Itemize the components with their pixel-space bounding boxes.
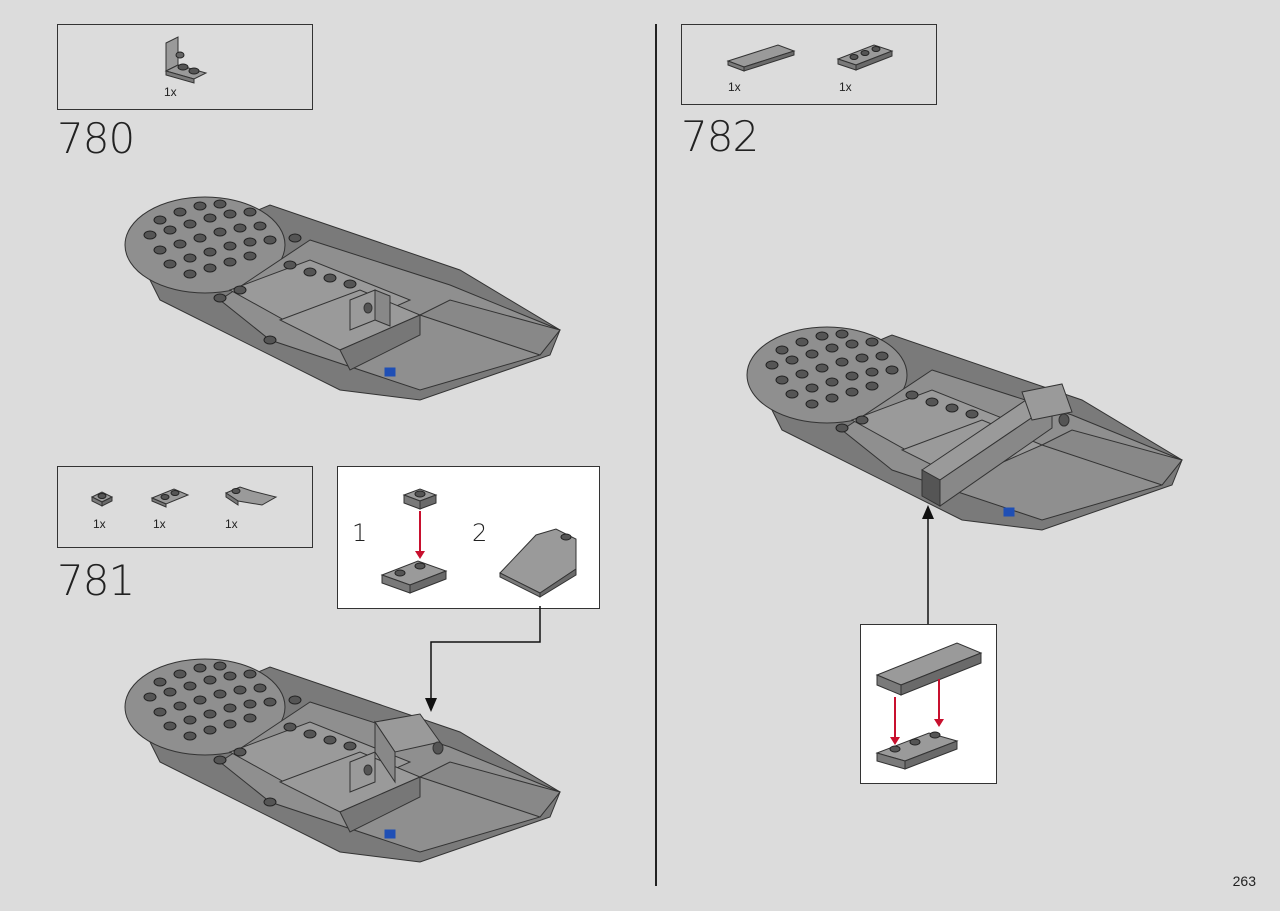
callout-connector-arrow bbox=[922, 505, 934, 625]
plate-1x3-icon bbox=[836, 44, 894, 71]
page-divider bbox=[655, 24, 657, 886]
tile-1x4-icon bbox=[726, 44, 796, 72]
part-qty: 1x bbox=[153, 517, 166, 531]
step-781-callout: 1 2 bbox=[337, 466, 600, 609]
plate-1x2-icon bbox=[150, 488, 190, 508]
step-780-model-illustration bbox=[124, 196, 561, 401]
step-782-model-illustration bbox=[746, 326, 1183, 531]
step-number: 781 bbox=[57, 556, 135, 605]
curved-slope-icon bbox=[224, 486, 278, 506]
part-qty: 1x bbox=[93, 517, 106, 531]
substep-number: 2 bbox=[472, 519, 488, 547]
step-number: 782 bbox=[681, 112, 759, 161]
step-782-callout bbox=[860, 624, 997, 784]
part-qty: 1x bbox=[225, 517, 238, 531]
step-number: 780 bbox=[57, 114, 135, 163]
page-number: 263 bbox=[1232, 873, 1256, 889]
part-qty: 1x bbox=[728, 80, 741, 94]
substep-number: 1 bbox=[352, 519, 368, 547]
step-781-parts-box: 1x 1x 1x bbox=[57, 466, 313, 548]
bracket-part-icon bbox=[164, 36, 208, 84]
step-781-model-illustration bbox=[124, 658, 561, 863]
part-qty: 1x bbox=[164, 85, 177, 99]
tile-onto-plate-illustration bbox=[875, 642, 983, 770]
callout-connector-arrow bbox=[425, 606, 541, 712]
step-782-parts-box: 1x 1x bbox=[681, 24, 937, 105]
substep-2-illustration bbox=[499, 528, 577, 598]
part-qty: 1x bbox=[839, 80, 852, 94]
plate-1x1-icon bbox=[90, 491, 114, 507]
substep-1-illustration bbox=[380, 488, 448, 594]
step-780-parts-box: 1x bbox=[57, 24, 313, 110]
